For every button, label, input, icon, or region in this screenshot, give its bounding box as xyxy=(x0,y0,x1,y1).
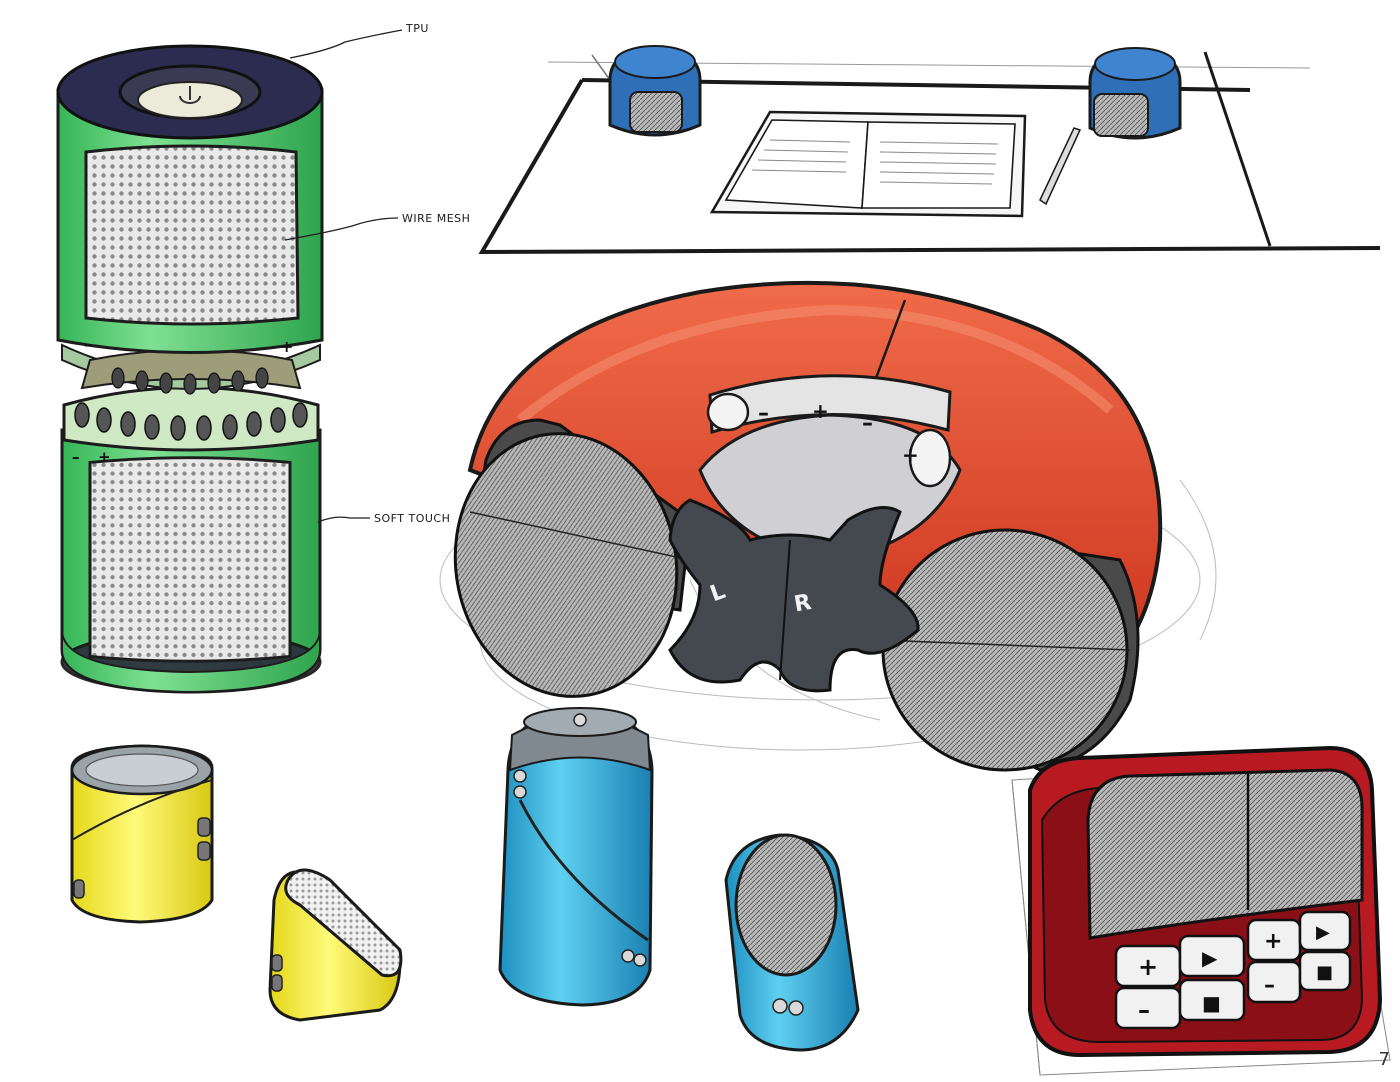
desk-scene-sketch xyxy=(478,45,1381,255)
green-top-minus: – xyxy=(84,335,92,354)
annotation-wire-mesh: WIRE MESH xyxy=(402,212,471,225)
donut-control-minus-2: – xyxy=(862,411,873,436)
donut-left-speaker-pad xyxy=(453,418,692,698)
green-bottom-plus: + xyxy=(98,448,111,466)
power-icon xyxy=(573,713,587,727)
green-top-plus: + xyxy=(280,337,293,356)
donut-right-speaker-pad xyxy=(879,528,1140,772)
radio-button-3: + xyxy=(1264,929,1282,954)
radio-button-8: ■ xyxy=(1316,962,1333,983)
page-number: 7 xyxy=(1378,1049,1390,1070)
annotation-soft-touch: SOFT TOUCH xyxy=(374,512,451,525)
yellow-speaker-tall xyxy=(70,744,214,924)
radio-button-7: – xyxy=(1264,973,1275,998)
donut-speaker-sketch: – + – + L R xyxy=(439,280,1217,772)
blue-speaker-tall xyxy=(498,707,654,1007)
donut-control-minus-1: – xyxy=(758,401,769,426)
yellow-speaker-angled xyxy=(268,868,403,1022)
green-speaker-sketch: – + – + xyxy=(56,29,403,694)
right-channel-label: R xyxy=(792,590,813,618)
desk-speaker-left xyxy=(608,45,702,137)
power-icon xyxy=(179,86,201,104)
cyan-speaker-small xyxy=(724,833,860,1052)
radio-button-2: ▶ xyxy=(1202,946,1218,970)
desk-speaker-right xyxy=(1088,47,1182,140)
green-bottom-minus: – xyxy=(72,448,80,466)
annotation-tpu: TPU xyxy=(406,22,429,35)
donut-control-plus-1: + xyxy=(812,399,829,423)
radio-button-4: ▶ xyxy=(1316,922,1330,943)
radio-button-5: – xyxy=(1138,996,1150,1024)
radio-button-6: ■ xyxy=(1202,991,1221,1015)
radio-button-1: + xyxy=(1138,953,1158,981)
donut-control-plus-2: + xyxy=(902,443,919,467)
red-radio-speaker: + ▶ + ▶ – ■ – ■ xyxy=(1011,745,1391,1076)
